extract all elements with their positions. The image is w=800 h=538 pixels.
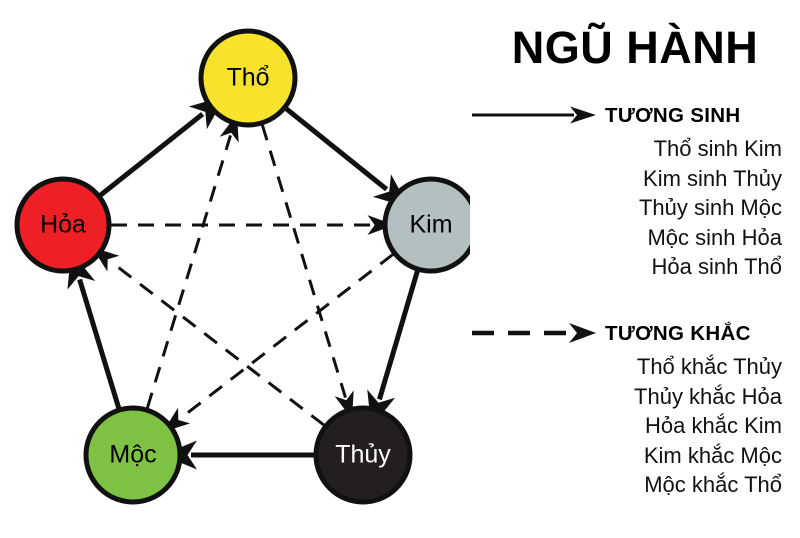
legend-item-sinh-3: Mộc sinh Hỏa <box>647 224 782 250</box>
khac-edge-group <box>91 113 395 433</box>
khac-arrow-tho-to-thuy <box>260 124 354 420</box>
dashed-arrow-icon <box>472 323 596 343</box>
legend-item-khac-0: Thổ khắc Thủy <box>636 354 782 379</box>
legend-item-khac-2: Hỏa khắc Kim <box>645 413 782 438</box>
element-circle-thuy[interactable] <box>313 405 413 505</box>
legend-item-khac-3: Kim khắc Mộc <box>643 442 782 468</box>
sinh-arrow-moc-to-hoa <box>67 251 122 411</box>
legend-heading-row-sinh: TƯƠNG SINH <box>470 100 800 134</box>
element-circle-tho[interactable] <box>198 28 298 128</box>
legend-item-sinh-1: Kim sinh Thủy <box>643 165 782 191</box>
sinh-arrow-kim-to-thuy <box>367 268 421 428</box>
legend-heading-row-khac: TƯƠNG KHẮC <box>470 318 800 352</box>
page-title: NGŨ HÀNH <box>511 22 759 73</box>
element-circle-moc[interactable] <box>83 405 183 505</box>
element-circle-kim[interactable] <box>382 176 480 274</box>
legend-item-khac-4: Mộc khắc Thổ <box>644 472 782 497</box>
legend-item-khac-1: Thủy khắc Hỏa <box>634 383 782 409</box>
khac-arrow-moc-to-tho <box>145 113 239 409</box>
sinh-arrow-hoa-to-tho <box>97 96 226 199</box>
legend-item-sinh-0: Thổ sinh Kim <box>653 136 782 161</box>
legend-item-sinh-4: Hỏa sinh Thổ <box>651 254 782 279</box>
sinh-edge-group <box>67 96 421 470</box>
legend-heading-sinh: TƯƠNG SINH <box>605 104 741 127</box>
legend-item-sinh-2: Thủy sinh Mộc <box>638 195 782 220</box>
solid-arrow-icon <box>472 106 596 124</box>
element-node-group <box>14 28 480 505</box>
diagram-svg <box>14 28 480 505</box>
legend-heading-khac: TƯƠNG KHẮC <box>605 322 751 345</box>
khac-arrow-kim-to-moc <box>162 253 394 433</box>
sinh-arrow-tho-to-kim <box>283 105 410 208</box>
khac-arrow-thuy-to-hoa <box>91 247 326 427</box>
element-circle-hoa[interactable] <box>14 176 112 274</box>
